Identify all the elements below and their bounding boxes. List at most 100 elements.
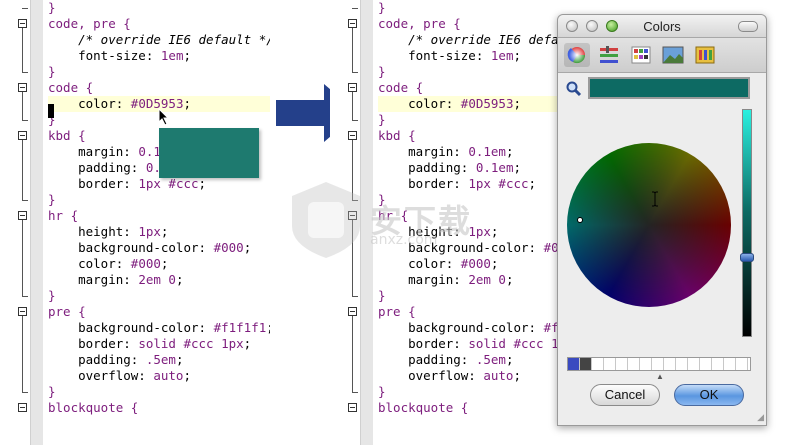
fold-toggle-icon[interactable] (348, 83, 357, 92)
colors-window[interactable]: Colors (557, 14, 767, 426)
minimize-button[interactable] (586, 20, 598, 32)
crayons-icon[interactable] (692, 43, 718, 67)
swatch-slot[interactable] (676, 358, 688, 370)
code-line[interactable]: code, pre { (48, 16, 270, 32)
brightness-slider[interactable] (742, 109, 752, 337)
code-area[interactable]: }code, pre { /* override IE6 default */ … (48, 0, 270, 416)
cancel-button[interactable]: Cancel (590, 384, 660, 406)
code-area[interactable]: }code, pre { /* override IE6 default fon… (378, 0, 560, 416)
code-line[interactable]: code { (48, 80, 270, 96)
code-line[interactable]: height: 1px; (48, 224, 270, 240)
fold-toggle-icon[interactable] (18, 19, 27, 28)
code-line[interactable]: padding: 0.1em; (378, 160, 560, 176)
code-line[interactable]: } (378, 64, 560, 80)
code-line[interactable]: margin: 2em 0; (48, 272, 270, 288)
code-line[interactable]: margin: 2em 0; (378, 272, 560, 288)
fold-toggle-icon[interactable] (18, 211, 27, 220)
code-line[interactable]: hr { (378, 208, 560, 224)
fold-toggle-icon[interactable] (348, 211, 357, 220)
fold-toggle-icon[interactable] (18, 403, 27, 412)
code-line[interactable]: } (378, 192, 560, 208)
swatch-slot[interactable] (640, 358, 652, 370)
fold-toggle-icon[interactable] (348, 403, 357, 412)
code-line[interactable]: padding: .5em; (378, 352, 560, 368)
color-palettes-icon[interactable] (628, 43, 654, 67)
saved-swatches[interactable] (567, 357, 751, 371)
window-titlebar[interactable]: Colors (558, 15, 766, 38)
code-line[interactable]: height: 1px; (378, 224, 560, 240)
fold-toggle-icon[interactable] (18, 83, 27, 92)
code-line[interactable]: margin: 0.1em; (378, 144, 560, 160)
swatch-slot[interactable] (700, 358, 712, 370)
code-line[interactable]: } (48, 0, 270, 16)
code-line[interactable]: hr { (48, 208, 270, 224)
swatch-slot[interactable] (628, 358, 640, 370)
code-line[interactable]: border: 1px #ccc; (378, 176, 560, 192)
code-line[interactable]: background-color: #f1f1 (378, 320, 560, 336)
code-line[interactable]: } (378, 288, 560, 304)
swatch-slot[interactable] (604, 358, 616, 370)
code-line[interactable]: } (378, 384, 560, 400)
fold-toggle-icon[interactable] (18, 307, 27, 316)
right-code-editor[interactable]: }code, pre { /* override IE6 default fon… (330, 0, 560, 445)
swatch-slot[interactable] (712, 358, 724, 370)
close-button[interactable] (566, 20, 578, 32)
color-sliders-icon[interactable] (596, 43, 622, 67)
code-line[interactable]: background-color: #000; (48, 240, 270, 256)
resize-grip-icon[interactable]: ◢ (757, 412, 764, 422)
code-line[interactable]: color: #000; (48, 256, 270, 272)
color-preview-swatch[interactable] (159, 128, 259, 178)
ok-button[interactable]: OK (674, 384, 744, 406)
code-line[interactable]: color: #0D5953; (48, 96, 270, 112)
fold-toggle-icon[interactable] (18, 131, 27, 140)
code-line[interactable]: font-size: 1em; (378, 48, 560, 64)
code-line[interactable]: blockquote { (48, 400, 270, 416)
code-line[interactable]: } (378, 0, 560, 16)
color-wheel-icon[interactable] (564, 43, 590, 67)
code-line[interactable]: color: #0D5953; (378, 96, 560, 112)
image-palettes-icon[interactable] (660, 43, 686, 67)
swatch-slot[interactable] (616, 358, 628, 370)
code-line[interactable]: kbd { (378, 128, 560, 144)
swatch-slot[interactable] (568, 358, 580, 370)
swatch-slot[interactable] (664, 358, 676, 370)
magnifier-icon[interactable] (566, 81, 582, 97)
swatch-slot[interactable] (592, 358, 604, 370)
color-wheel-selector[interactable] (577, 217, 583, 223)
toolbar-toggle-button[interactable] (738, 21, 758, 32)
code-line[interactable]: background-color: #000; (378, 240, 560, 256)
swatch-slot[interactable] (652, 358, 664, 370)
swatch-slot[interactable] (580, 358, 592, 370)
code-line[interactable]: overflow: auto; (48, 368, 270, 384)
code-line[interactable]: pre { (378, 304, 560, 320)
code-line[interactable]: pre { (48, 304, 270, 320)
code-line[interactable]: } (48, 288, 270, 304)
code-line[interactable]: code, pre { (378, 16, 560, 32)
left-code-editor[interactable]: }code, pre { /* override IE6 default */ … (0, 0, 270, 445)
code-line[interactable]: /* override IE6 default (378, 32, 560, 48)
fold-toggle-icon[interactable] (348, 19, 357, 28)
code-line[interactable]: /* override IE6 default */ (48, 32, 270, 48)
fold-toggle-icon[interactable] (348, 131, 357, 140)
brightness-slider-knob[interactable] (740, 253, 754, 262)
code-line[interactable]: border: solid #ccc 1px; (378, 336, 560, 352)
code-line[interactable]: } (48, 64, 270, 80)
swatch-slot[interactable] (724, 358, 736, 370)
swatch-resize-handle-icon[interactable]: ▲ (656, 372, 664, 381)
code-line[interactable]: overflow: auto; (378, 368, 560, 384)
swatch-slot[interactable] (688, 358, 700, 370)
fold-toggle-icon[interactable] (348, 307, 357, 316)
zoom-button[interactable] (606, 20, 618, 32)
code-line[interactable]: font-size: 1em; (48, 48, 270, 64)
code-line[interactable]: border: 1px #ccc; (48, 176, 270, 192)
code-line[interactable]: padding: .5em; (48, 352, 270, 368)
code-line[interactable]: code { (378, 80, 560, 96)
selected-color-well[interactable] (588, 77, 750, 99)
code-line[interactable]: } (48, 384, 270, 400)
code-line[interactable]: } (48, 112, 270, 128)
code-line[interactable]: } (48, 192, 270, 208)
code-line[interactable]: background-color: #f1f1f1; (48, 320, 270, 336)
code-line[interactable]: blockquote { (378, 400, 560, 416)
swatch-slot[interactable] (736, 358, 748, 370)
code-line[interactable]: border: solid #ccc 1px; (48, 336, 270, 352)
